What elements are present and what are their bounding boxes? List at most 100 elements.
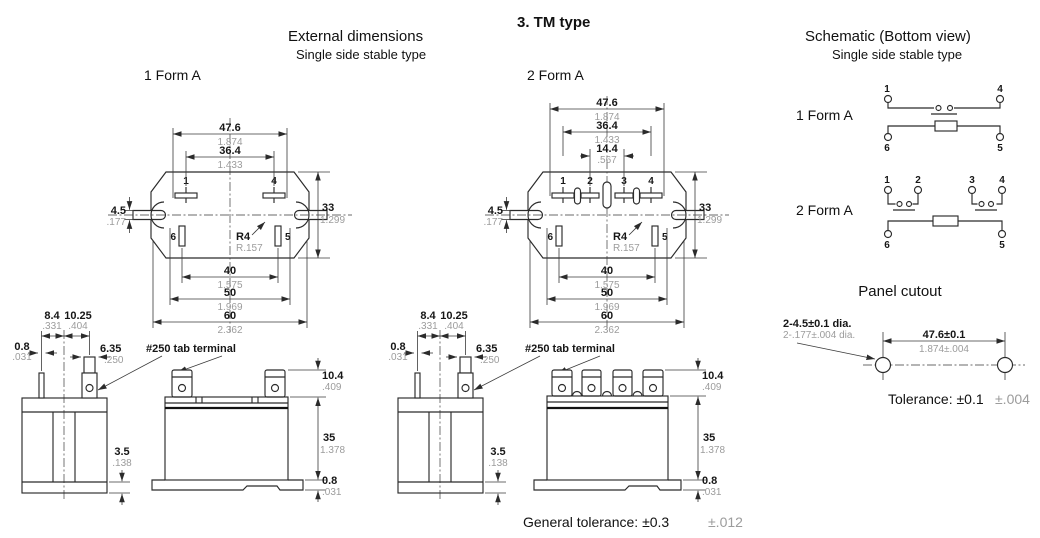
- r4-inch: R.157: [236, 243, 263, 254]
- dim-r4: R4 R.157: [236, 221, 266, 254]
- dim-8-4-inch: .331: [42, 321, 62, 332]
- front-view-2-form-a: 10.4 .409 35 1.378 0.8 .031: [533, 358, 725, 502]
- dim-33-inch: 1.299: [697, 215, 722, 226]
- dim-10-25: 10.25 .404: [64, 310, 92, 339]
- boss-arc-3: [632, 390, 643, 397]
- external-dimensions-subtitle: Single side stable type: [296, 47, 426, 62]
- dim-40-inch: 1.575: [217, 280, 242, 291]
- dim-6-35-mm: 6.35: [100, 343, 121, 355]
- dim-10-4-inch: .409: [702, 382, 722, 393]
- form2-heading: 2 Form A: [527, 67, 584, 83]
- pin-3-node: [967, 185, 977, 195]
- pin-6-label: 6: [170, 232, 176, 243]
- dim-47-6-inch: 1.874: [217, 137, 242, 148]
- schematic-1-form-a: 1 Form A 1 4 6 5: [796, 84, 1005, 154]
- dim-10-25-mm: 10.25: [440, 310, 468, 322]
- left-keyhole-arc: [527, 201, 542, 229]
- dim-4-5: 4.5 .177: [107, 197, 134, 233]
- contact-point: [978, 200, 985, 208]
- contact-point: [896, 200, 903, 208]
- hole-dia-mm: 2-4.5±0.1 dia.: [783, 318, 851, 330]
- schematic-form1-label: 1 Form A: [796, 107, 853, 123]
- pin-6-node: [883, 132, 893, 142]
- dim-33-inch: 1.299: [320, 215, 345, 226]
- pin-5-node: [995, 132, 1005, 142]
- r4-mm: R4: [236, 231, 251, 243]
- dim-10-25-inch: .404: [444, 321, 464, 332]
- tab-terminal-right: [264, 369, 286, 398]
- r4-inch: R.157: [613, 243, 640, 254]
- dim-47-6-cutout: 47.6±0.1 1.874±.004: [883, 329, 1005, 355]
- schematic-subtitle: Single side stable type: [832, 47, 962, 62]
- dim-8-4-mm: 8.4: [44, 310, 60, 322]
- dim-40-mm: 40: [224, 265, 236, 277]
- dim-10-25-mm: 10.25: [64, 310, 92, 322]
- dim-0-8-mm: 0.8: [702, 475, 717, 487]
- dim-6-35-inch: .250: [104, 355, 124, 366]
- side-view-2-form-a: 8.4 .331 10.25 .404 0.8 .031 6.35 .250 3…: [388, 310, 615, 505]
- pin-5-top: 5: [651, 225, 668, 247]
- dim-33: 33 1.299: [675, 171, 722, 259]
- dim-33-mm: 33: [699, 202, 711, 214]
- hole-dia-inch: 2-.177±.004 dia.: [783, 330, 855, 341]
- contact-point: [905, 200, 913, 208]
- dim-8-4: 8.4 .331: [417, 310, 466, 371]
- relay-body-outline: [150, 171, 310, 259]
- contact-wire-left: [887, 102, 934, 109]
- dim-36-4-inch: 1.433: [594, 135, 619, 146]
- dim-3-5-mm: 3.5: [490, 446, 505, 458]
- terminal-hole: [177, 383, 187, 393]
- pin-6-label: 6: [547, 232, 553, 243]
- dim-0-8-base: 0.8 .031: [683, 475, 722, 502]
- coil-wire: [887, 220, 1003, 231]
- pin-5-label: 5: [285, 232, 291, 243]
- dim-40: 40 1.575: [181, 248, 279, 291]
- tab-terminal-side: [457, 356, 474, 399]
- pin-6-label: 6: [884, 240, 890, 251]
- dim-0-8-inch: .031: [322, 487, 342, 498]
- dim-35: 35 1.378: [315, 397, 345, 480]
- dim-8-4: 8.4 .331: [41, 310, 90, 371]
- dim-4-5-mm: 4.5: [111, 205, 126, 217]
- tab-terminal-label: #250 tab terminal: [146, 343, 236, 355]
- dim-60: 60 2.362: [152, 240, 308, 336]
- dim-6-35: 6.35 .250: [446, 343, 500, 366]
- pin-6-top: 6: [170, 225, 186, 247]
- tab-terminal-side: [81, 356, 98, 399]
- dim-50-inch: 1.969: [594, 302, 619, 313]
- boss-arc-1: [571, 390, 583, 397]
- terminal-hole: [85, 383, 94, 393]
- dim-14-4-mm: 14.4: [596, 143, 618, 155]
- cutout-width-inch: 1.874±.004: [919, 344, 969, 355]
- pin-5-label: 5: [999, 240, 1005, 251]
- schematic-2-form-a: 2 Form A 1 2 3 4 6 5: [796, 175, 1007, 251]
- left-mounting-slot: [509, 209, 544, 221]
- terminal-hole: [587, 383, 596, 393]
- pin-5-node: [997, 229, 1007, 239]
- dim-0-8-mm: 0.8: [322, 475, 337, 487]
- dim-3-5: 3.5 .138: [109, 446, 132, 505]
- side-view-1-form-a: 8.4 .331 10.25 .404 0.8 .031 6.35 .250 3…: [12, 310, 236, 505]
- dim-10-4: 10.4 .409: [665, 358, 724, 397]
- tab-terminal-3: [612, 369, 633, 397]
- dim-0-8-inch: .031: [702, 487, 722, 498]
- tab-terminal-2: [581, 369, 602, 397]
- general-tolerance-label: General tolerance: ±0.3: [523, 514, 669, 530]
- dim-50: 50 1.969: [546, 228, 668, 313]
- dim-10-4-inch: .409: [322, 382, 342, 393]
- pin-1-node: [883, 185, 893, 195]
- general-tolerance-inch: ±.012: [708, 514, 743, 530]
- dim-35: 35 1.378: [695, 396, 725, 480]
- pin-4-label: 4: [999, 175, 1005, 186]
- pin-1-node: [883, 94, 893, 104]
- tab-terminal-callout: #250 tab terminal: [97, 343, 236, 391]
- dim-47-6: 47.6 1.874: [172, 122, 288, 198]
- dim-35-mm: 35: [323, 432, 335, 444]
- terminal-hole: [461, 383, 470, 393]
- dim-33-mm: 33: [322, 202, 334, 214]
- dim-36-4-mm: 36.4: [596, 120, 618, 132]
- relay-body-outline: [527, 171, 687, 259]
- pin-6-label: 6: [884, 143, 890, 154]
- contact-wires-left-pair: [887, 193, 919, 205]
- contact-point-right: [946, 104, 954, 112]
